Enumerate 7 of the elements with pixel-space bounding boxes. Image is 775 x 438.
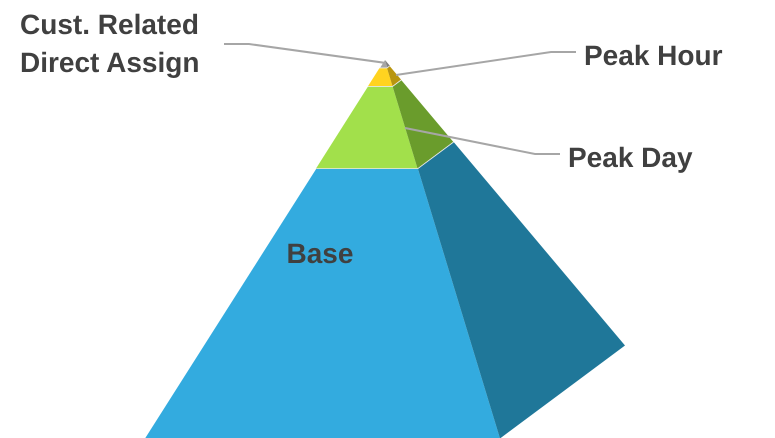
callout-label: Cust. Related Direct Assign: [20, 6, 220, 82]
leader-line: [396, 51, 576, 76]
callout-label: Peak Day: [568, 139, 693, 177]
leader-line: [404, 127, 560, 155]
leader-line: [224, 43, 386, 64]
callout-label: Peak Hour: [584, 37, 722, 75]
layer-label: Base: [286, 238, 354, 270]
